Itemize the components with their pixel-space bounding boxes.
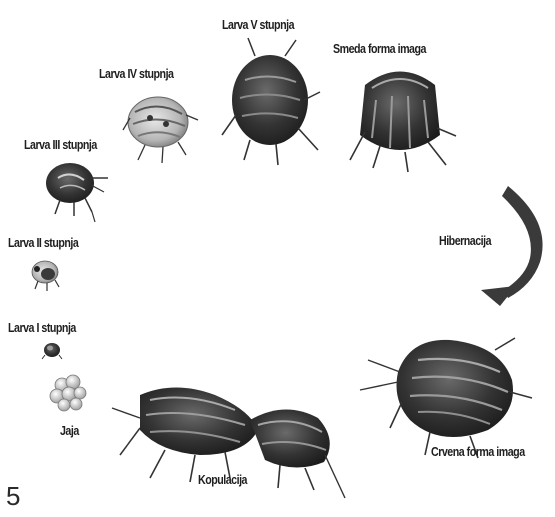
label-brown-adult: Smeda forma imaga — [333, 41, 426, 56]
larva-2-image — [32, 261, 59, 291]
larva-1-image — [42, 343, 62, 359]
larva-3-image — [46, 163, 108, 222]
label-eggs: Jaja — [60, 423, 79, 438]
brown-adult-image — [350, 72, 456, 173]
figure-number: 5 — [6, 481, 20, 512]
label-larva-1: Larva I stupnja — [8, 320, 76, 335]
label-larva-4: Larva IV stupnja — [99, 66, 173, 81]
larva-4-image — [123, 97, 198, 163]
label-hibernation: Hibernacija — [439, 233, 491, 248]
larva-5-image — [222, 38, 320, 165]
label-larva-5: Larva V stupnja — [222, 17, 294, 32]
red-adult-image — [360, 338, 532, 458]
label-mating: Kopulacija — [198, 472, 247, 487]
label-larva-3: Larva III stupnja — [24, 137, 97, 152]
label-larva-2: Larva II stupnja — [8, 235, 78, 250]
eggs-image — [50, 375, 86, 411]
label-red-adult: Crvena forma imaga — [431, 444, 525, 459]
